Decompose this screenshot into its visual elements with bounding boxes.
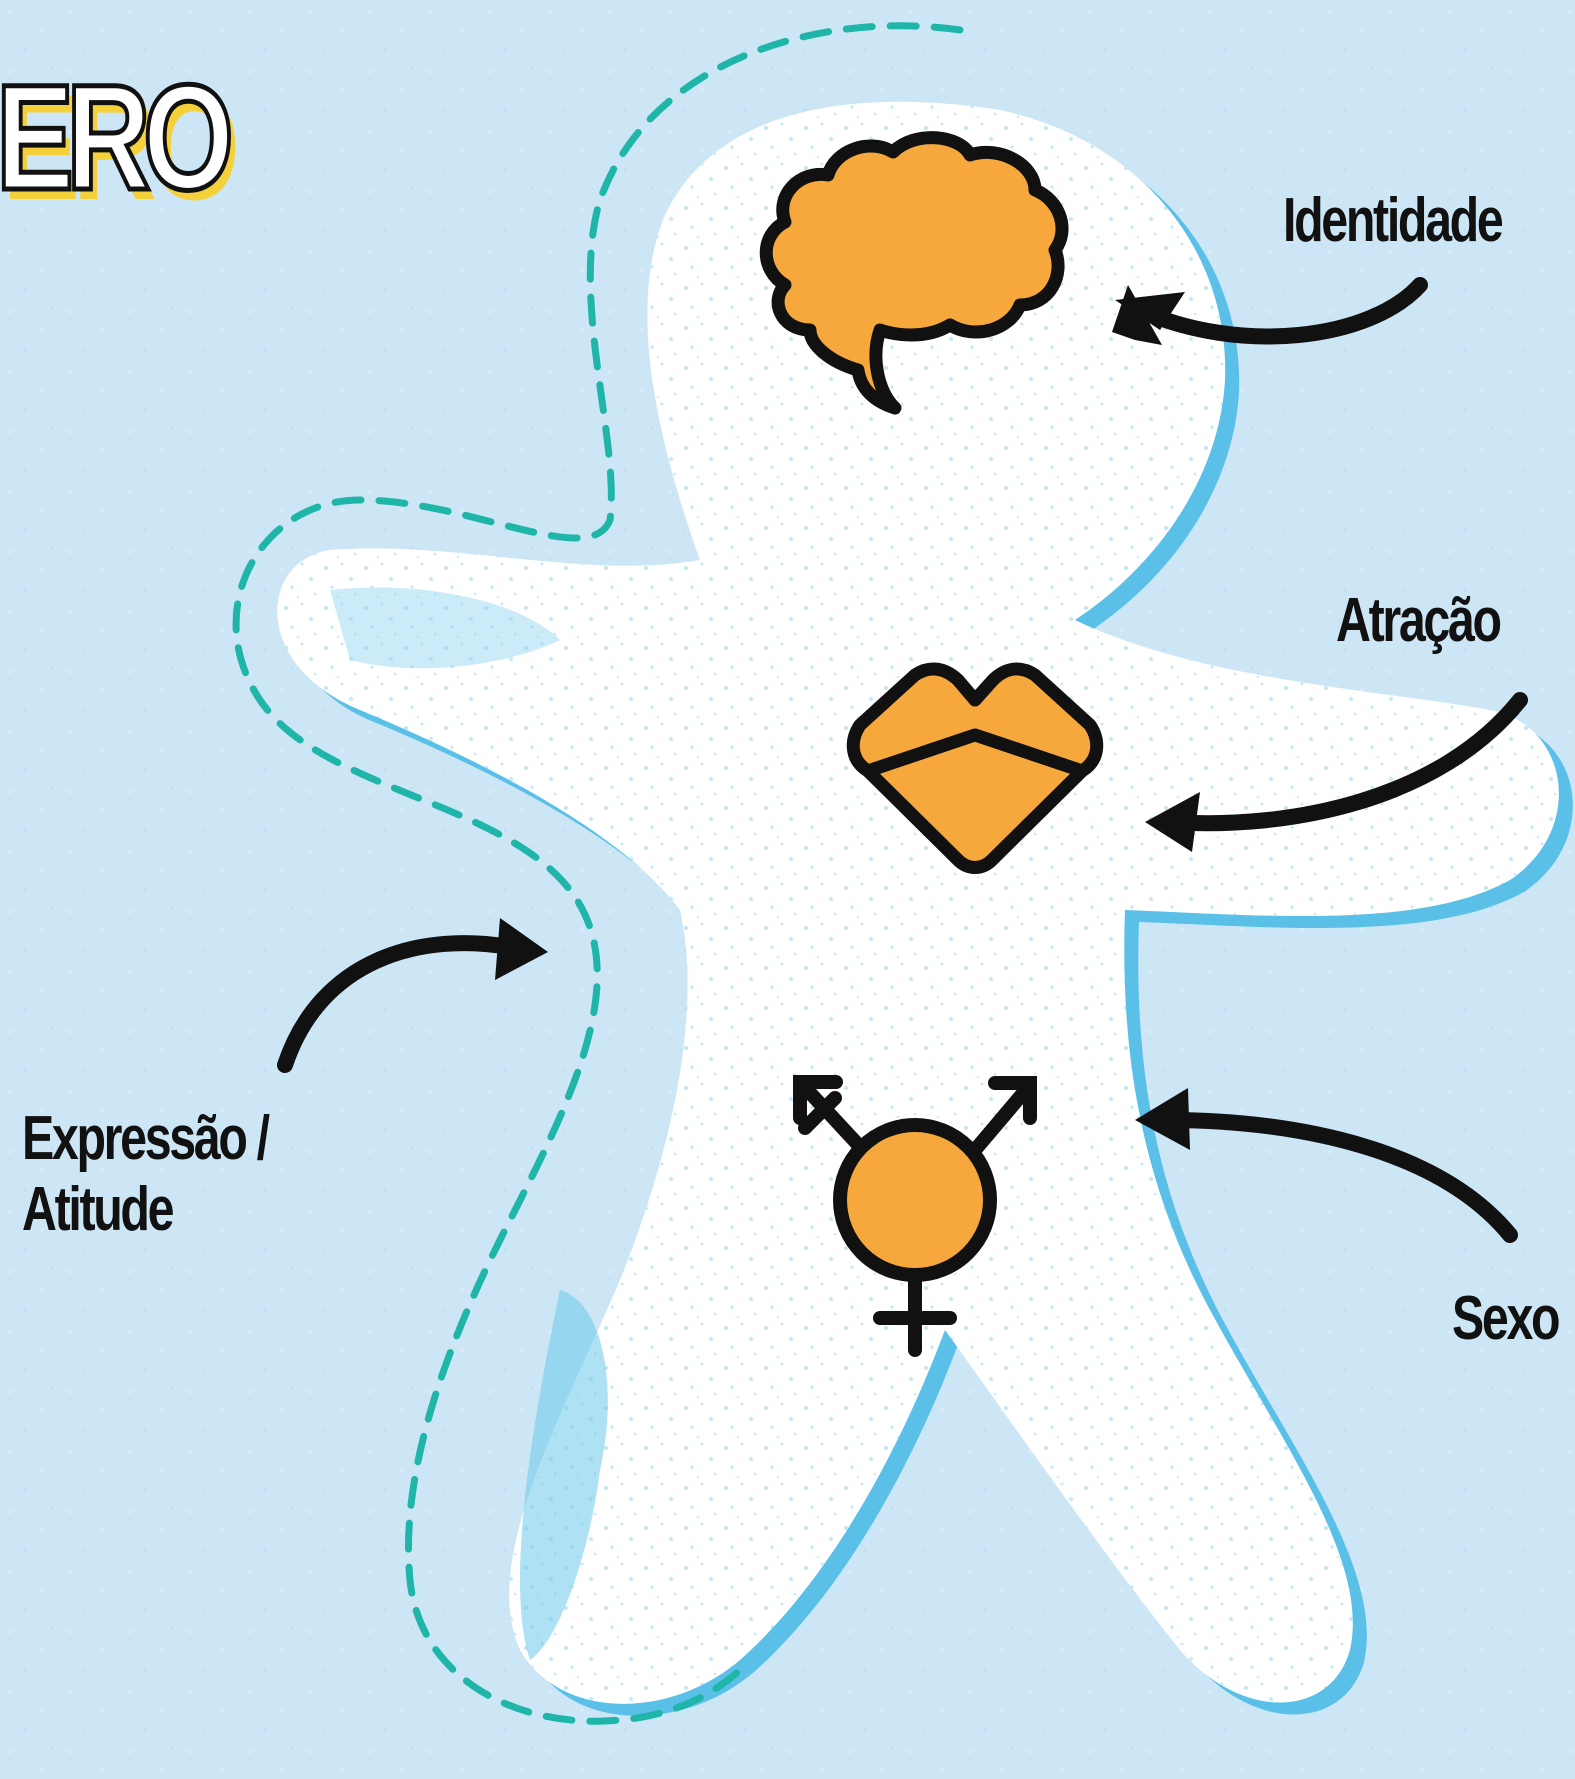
label-expressao-line2: Atitude (22, 1174, 268, 1245)
page-title: ERO (0, 62, 226, 212)
label-expressao: Expressão / Atitude (22, 1103, 268, 1246)
label-expressao-line1: Expressão / (22, 1103, 268, 1174)
label-atracao: Atração (1336, 585, 1500, 656)
label-sexo: Sexo (1452, 1283, 1558, 1354)
label-identidade: Identidade (1283, 185, 1501, 256)
